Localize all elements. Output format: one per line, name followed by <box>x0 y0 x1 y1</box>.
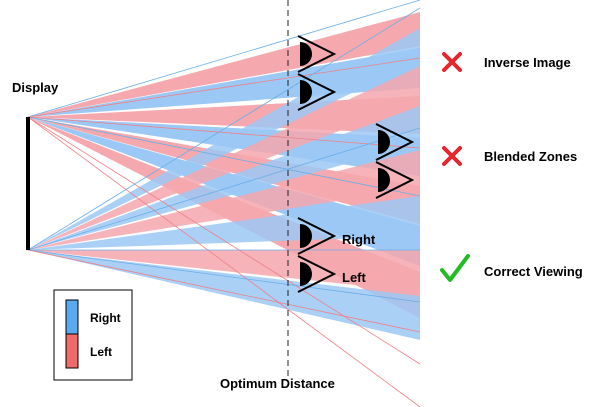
red-ray <box>27 249 421 333</box>
blue-ray <box>27 249 421 303</box>
red-ray <box>27 116 421 149</box>
red-ray <box>27 116 421 365</box>
left-zone <box>28 12 420 117</box>
legend-swatch-right <box>65 299 79 335</box>
eye-right-label: Right <box>342 232 376 247</box>
zones-from-display-bottom <box>28 28 420 340</box>
legend-label-right: Right <box>90 311 121 325</box>
right-zone <box>28 250 420 340</box>
eye-icon <box>375 161 415 199</box>
blue-ray <box>27 0 421 118</box>
red-ray <box>27 57 421 118</box>
inverse-image-label: Inverse Image <box>484 55 571 70</box>
blended-zones-label: Blended Zones <box>484 149 577 164</box>
right-zone <box>28 196 420 250</box>
right-zone <box>28 48 420 117</box>
left-zone <box>28 250 420 292</box>
legend-label-left: Left <box>90 345 112 359</box>
eye-icon <box>297 73 337 111</box>
ray-lines <box>27 0 421 407</box>
right-zone <box>28 106 420 250</box>
eye-icon <box>297 217 337 255</box>
eye-icon <box>375 123 415 161</box>
blue-ray <box>27 116 421 197</box>
left-zone <box>28 66 420 250</box>
correct-viewing-label: Correct Viewing <box>484 264 583 279</box>
cross-mark-icon <box>442 146 462 166</box>
left-zone <box>28 150 420 250</box>
blue-ray <box>27 127 421 251</box>
check-mark-icon <box>440 254 470 282</box>
display-label: Display <box>12 80 59 95</box>
blue-ray <box>27 7 421 251</box>
eye-icon <box>297 255 337 293</box>
legend: Right Left <box>53 289 133 381</box>
optimum-distance-label: Optimum Distance <box>220 376 335 391</box>
red-ray <box>27 116 421 407</box>
eye-icon <box>297 35 337 73</box>
cross-mark-icon <box>442 52 462 72</box>
right-zone <box>28 28 420 250</box>
legend-swatch-left <box>65 333 79 369</box>
eye-left-label: Left <box>342 270 367 285</box>
